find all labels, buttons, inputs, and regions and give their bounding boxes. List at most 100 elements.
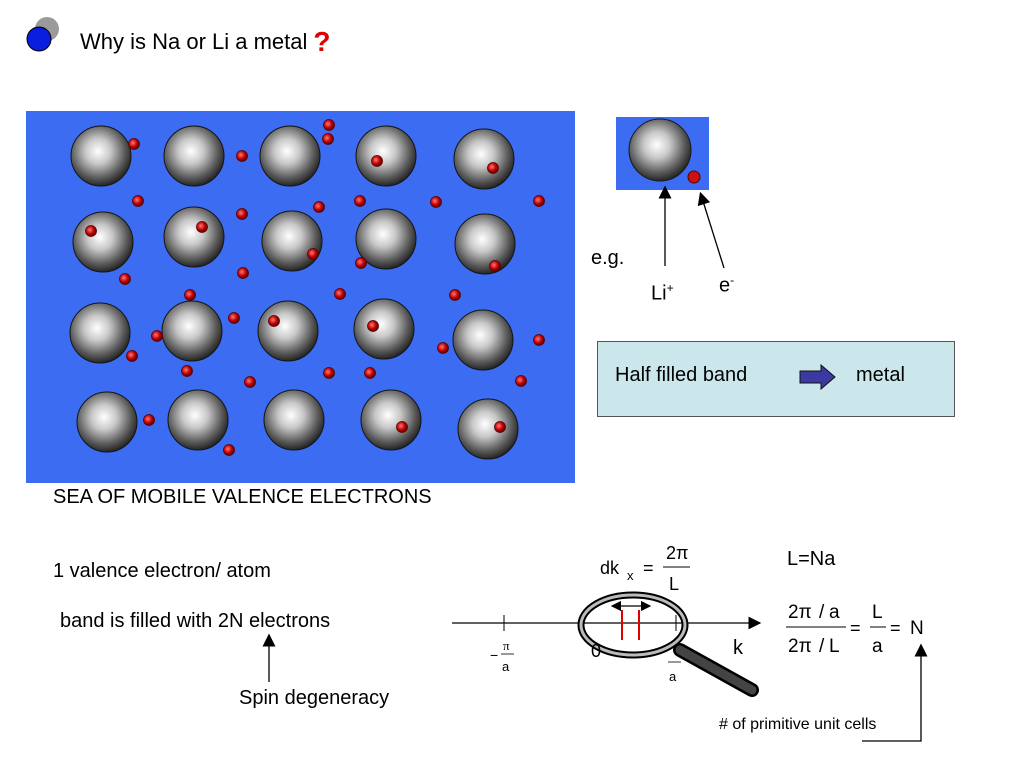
- ion-sphere: [69, 302, 131, 364]
- svg-text:dk: dk: [600, 558, 620, 578]
- svg-text:=: =: [643, 558, 654, 578]
- electron-dot: [184, 289, 196, 301]
- electron-dot: [322, 133, 334, 145]
- electron-arrow: [697, 191, 725, 269]
- electron-dot: [334, 288, 346, 300]
- electron-dot: [237, 267, 249, 279]
- ion-sphere: [453, 128, 515, 190]
- electron-dot: [449, 289, 461, 301]
- lattice-panel: [26, 111, 575, 483]
- electron-dot: [151, 330, 163, 342]
- electron-label: e-: [719, 273, 735, 297]
- title-text: Why is Na or Li a metal: [80, 29, 308, 54]
- electron-dot: [223, 444, 235, 456]
- electron-dot: [119, 273, 131, 285]
- dk-formula: dk x = 2π L: [600, 543, 690, 594]
- electron-dot: [181, 365, 193, 377]
- electron-dot: [354, 195, 366, 207]
- ion-sphere: [355, 208, 417, 270]
- svg-text:a: a: [872, 636, 883, 657]
- svg-text:a: a: [829, 602, 840, 623]
- svg-text:L: L: [669, 574, 679, 594]
- eg-label: e.g.: [591, 247, 625, 269]
- svg-text:/: /: [819, 636, 825, 657]
- electron-dot: [494, 421, 506, 433]
- ion-sphere: [261, 210, 323, 272]
- slide-title: Why is Na or Li a metal?: [80, 24, 331, 57]
- bullet-sphere-icon: [26, 17, 59, 52]
- electron-dot: [244, 376, 256, 388]
- question-mark: ?: [313, 26, 331, 57]
- svg-text:N: N: [910, 618, 924, 639]
- electron-dot: [132, 195, 144, 207]
- electron-dot: [371, 155, 383, 167]
- ion-sphere: [263, 389, 325, 451]
- electron-dot: [533, 195, 545, 207]
- minus-sign: −: [490, 647, 498, 663]
- zero-label: 0: [591, 641, 601, 661]
- pi-left: π: [503, 638, 510, 653]
- electron-dot: [236, 208, 248, 220]
- electron-dot: [364, 367, 376, 379]
- block-arrow-icon: [799, 364, 836, 390]
- ion-sphere: [76, 391, 138, 453]
- svg-text:=: =: [890, 618, 901, 638]
- svg-text:2π: 2π: [788, 636, 812, 657]
- electron-dot: [437, 342, 449, 354]
- svg-text:L: L: [872, 602, 883, 623]
- electron-dot: [143, 414, 155, 426]
- ion-sphere: [628, 118, 692, 182]
- ion-lattice: [69, 119, 545, 460]
- unit-cells-arrow: [862, 643, 928, 742]
- electron-dot: [687, 170, 701, 184]
- electron-dot: [487, 162, 499, 174]
- svg-text:/: /: [819, 602, 825, 623]
- li-ion-label: Li+: [651, 281, 674, 305]
- electron-dot: [313, 201, 325, 213]
- svg-text:=: =: [850, 618, 861, 638]
- single-ion-illustration: [628, 118, 701, 184]
- half-filled-band-label: Half filled band: [615, 364, 748, 386]
- a-right: a: [669, 669, 677, 684]
- electron-dot: [355, 257, 367, 269]
- ion-sphere: [457, 398, 519, 460]
- electron-dot: [196, 221, 208, 233]
- electron-dot: [515, 375, 527, 387]
- ion-sphere: [167, 389, 229, 451]
- svg-text:2π: 2π: [666, 543, 688, 563]
- k-axis-label: k: [733, 637, 743, 659]
- electron-dot: [323, 367, 335, 379]
- ion-sphere: [355, 125, 417, 187]
- half-filled-band-box: [597, 341, 955, 417]
- ion-sphere: [163, 206, 225, 268]
- electron-dot: [228, 312, 240, 324]
- svg-text:2π: 2π: [788, 602, 812, 623]
- k-axis-diagram: − π a 0 a: [452, 591, 762, 697]
- sea-caption: SEA OF MOBILE VALENCE ELECTRONS: [53, 486, 432, 508]
- electron-dot: [128, 138, 140, 150]
- electron-dot: [430, 196, 442, 208]
- ion-sphere: [353, 298, 415, 360]
- svg-text:x: x: [627, 568, 634, 583]
- band-filled-text: band is filled with 2N electrons: [60, 610, 331, 632]
- ion-sphere: [161, 300, 223, 362]
- electron-dot: [268, 315, 280, 327]
- electron-dot: [85, 225, 97, 237]
- electron-dot: [236, 150, 248, 162]
- electron-dot: [533, 334, 545, 346]
- ion-sphere: [163, 125, 225, 187]
- electron-dot: [489, 260, 501, 272]
- electron-dot: [126, 350, 138, 362]
- electron-dot: [323, 119, 335, 131]
- spin-degeneracy-label: Spin degeneracy: [239, 687, 390, 709]
- a-left: a: [502, 659, 510, 674]
- l-equals-na-label: L=Na: [787, 548, 836, 570]
- valence-text: 1 valence electron/ atom: [53, 560, 271, 582]
- ion-sphere: [259, 125, 321, 187]
- ion-sphere: [70, 125, 132, 187]
- ion-sphere: [360, 389, 422, 451]
- svg-text:L: L: [829, 636, 840, 657]
- n-formula: 2π / a 2π / L = L a = N: [786, 602, 924, 657]
- ion-sphere: [452, 309, 514, 371]
